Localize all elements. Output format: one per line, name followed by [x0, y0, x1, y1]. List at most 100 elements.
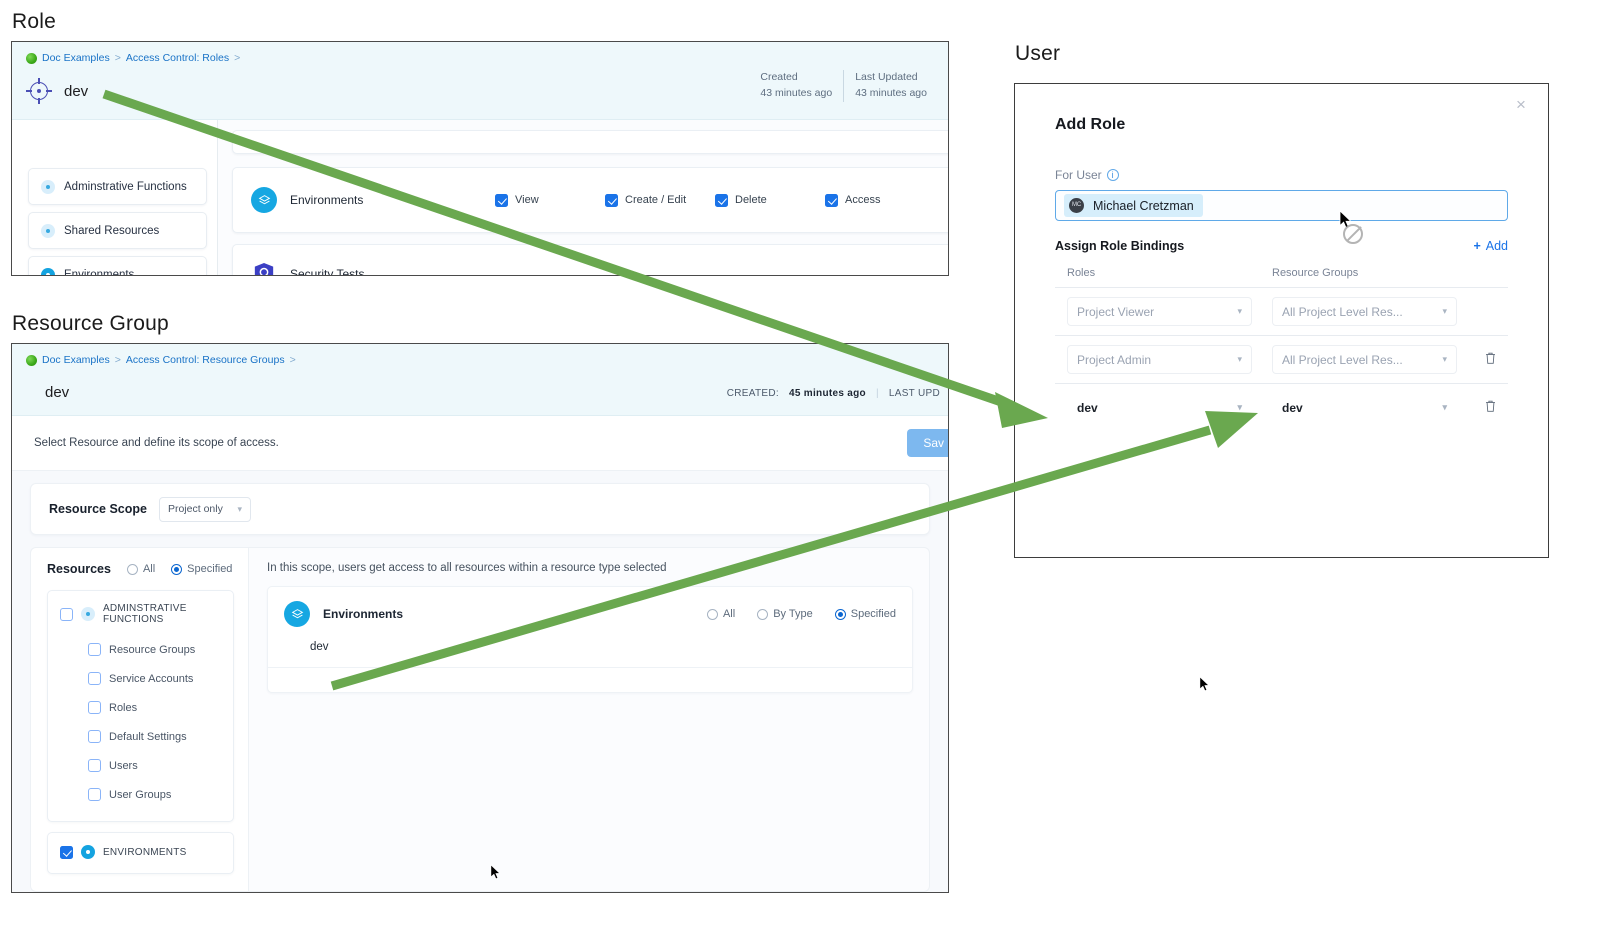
add-binding-button[interactable]: + Add — [1473, 239, 1508, 253]
resource-group-administrative-functions: ADMINSTRATIVE FUNCTIONS Resource Groups … — [47, 590, 234, 822]
checkbox-icon[interactable] — [88, 643, 101, 656]
resource-group-env-dev[interactable]: dev — [310, 641, 329, 653]
group-header[interactable]: ADMINSTRATIVE FUNCTIONS — [60, 603, 223, 625]
sidebar-item-label: Shared Resources — [64, 224, 160, 237]
binding-row1-resource-group-value: All Project Level Res... — [1282, 304, 1403, 319]
binding-row1-role-select[interactable]: Project Viewer ▾ — [1067, 297, 1252, 326]
resource-checkbox-user-groups[interactable]: User Groups — [60, 780, 223, 809]
resource-label: Resource Groups — [109, 643, 196, 656]
group-header[interactable]: ENVIRONMENTS — [60, 845, 223, 859]
checkbox-environments[interactable] — [60, 845, 73, 859]
sidebar-item-administrative-functions[interactable]: Adminstrative Functions — [28, 168, 207, 205]
checkbox-icon[interactable] — [88, 672, 101, 685]
checkbox-access[interactable] — [825, 193, 838, 207]
scope-detail-column: In this scope, users get access to all r… — [248, 547, 930, 892]
permission-option-create-edit[interactable]: Create / Edit — [605, 193, 715, 207]
env-radio-specified[interactable]: Specified — [834, 608, 896, 620]
permission-option-view[interactable]: View — [495, 193, 605, 207]
project-leaf-icon — [26, 354, 37, 366]
security-shield-icon — [251, 261, 277, 275]
radio-icon[interactable] — [834, 608, 846, 620]
role-updated-label: Last Updated — [855, 71, 918, 83]
binding-row1-role-value: Project Viewer — [1077, 304, 1155, 319]
radio-icon[interactable] — [757, 608, 769, 620]
group-label: ENVIRONMENTS — [103, 846, 187, 858]
binding-row3-role-dev[interactable]: dev ▾ — [1067, 393, 1252, 422]
role-updated-value: 43 minutes ago — [855, 86, 927, 99]
bullet-icon — [81, 607, 95, 621]
resource-scope-label: Resource Scope — [49, 502, 147, 516]
avatar: MC — [1069, 198, 1084, 213]
breadcrumb-section[interactable]: Access Control: Resource Groups — [125, 354, 285, 366]
resource-checkbox-roles[interactable]: Roles — [60, 693, 223, 722]
user-panel: × Add Role For User i MC Michael Cretzma… — [1014, 83, 1549, 558]
resource-checkbox-default-settings[interactable]: Default Settings — [60, 722, 223, 751]
resource-checkbox-users[interactable]: Users — [60, 751, 223, 780]
checkbox-delete[interactable] — [715, 193, 728, 207]
role-title-dev: dev — [64, 82, 89, 100]
environments-icon — [284, 601, 310, 627]
binding-row3-delete-icon[interactable] — [1479, 399, 1501, 416]
modal-title: Add Role — [1055, 116, 1126, 133]
user-chip[interactable]: MC Michael Cretzman — [1064, 194, 1203, 217]
resource-checkbox-service-accounts[interactable]: Service Accounts — [60, 664, 223, 693]
breadcrumb-root[interactable]: Doc Examples — [42, 354, 110, 366]
resource-scope-select[interactable]: Project only ▾ — [158, 496, 251, 522]
resources-radio-specified[interactable]: Specified — [171, 563, 232, 575]
breadcrumb-section[interactable]: Access Control: Roles — [125, 52, 230, 64]
binding-row3-resource-group-dev[interactable]: dev ▾ — [1272, 393, 1457, 422]
resource-label: Roles — [109, 701, 138, 714]
checkbox-icon[interactable] — [88, 730, 101, 743]
sidebar-item-environments[interactable]: Environments — [28, 256, 207, 275]
binding-row1-resource-group-select[interactable]: All Project Level Res... ▾ — [1272, 297, 1457, 326]
breadcrumb[interactable]: Doc Examples > Access Control: Roles > — [26, 52, 948, 64]
group-label: ADMINSTRATIVE FUNCTIONS — [103, 603, 187, 625]
checkbox-icon[interactable] — [88, 788, 101, 801]
env-radio-label: All — [722, 608, 736, 620]
save-button[interactable]: Sav — [907, 429, 948, 457]
permission-option-label: Access — [845, 194, 881, 206]
checkbox-create-edit[interactable] — [605, 193, 618, 207]
env-radio-label: By Type — [773, 608, 813, 620]
checkbox-view[interactable] — [495, 193, 508, 207]
breadcrumb-separator-2: > — [289, 354, 296, 366]
radio-icon[interactable] — [171, 563, 183, 575]
role-bindings-table: Roles Resource Groups Project Viewer ▾ A… — [1055, 263, 1508, 431]
permission-option-access[interactable]: Access — [825, 193, 935, 207]
role-created-value: 43 minutes ago — [760, 86, 833, 99]
binding-row2-delete-icon[interactable] — [1479, 351, 1501, 368]
resources-header: Resources All Specified — [47, 562, 234, 576]
permission-row-label: Environments — [290, 193, 364, 207]
resource-label: Default Settings — [109, 730, 187, 743]
checkbox-icon[interactable] — [88, 701, 101, 714]
radio-icon[interactable] — [126, 563, 138, 575]
resources-radio-all[interactable]: All — [126, 563, 155, 575]
breadcrumb-root[interactable]: Doc Examples — [42, 52, 110, 64]
mouse-cursor-user-area — [1199, 676, 1213, 696]
binding-row2-resource-group-select[interactable]: All Project Level Res... ▾ — [1272, 345, 1457, 374]
environments-scope-card: Environments All By Type — [267, 586, 913, 693]
resource-label: Service Accounts — [109, 672, 194, 685]
info-icon[interactable]: i — [1106, 169, 1119, 181]
user-select-field[interactable]: MC Michael Cretzman — [1055, 190, 1508, 221]
permission-row-label: Security Tests — [290, 267, 365, 276]
table-row: dev ▾ dev ▾ — [1055, 383, 1508, 431]
permission-row-environments: Environments View Create / Edit Delete — [232, 167, 948, 233]
env-radio-by-type[interactable]: By Type — [757, 608, 813, 620]
role-category-sidebar: Adminstrative Functions Shared Resources… — [12, 120, 218, 275]
env-radio-all[interactable]: All — [706, 608, 736, 620]
close-icon[interactable]: × — [1516, 95, 1526, 114]
sidebar-item-shared-resources[interactable]: Shared Resources — [28, 212, 207, 249]
for-user-label-row: For User i — [1055, 168, 1508, 182]
breadcrumb-separator: > — [114, 354, 121, 366]
radio-icon[interactable] — [706, 608, 718, 620]
permission-option-delete[interactable]: Delete — [715, 193, 825, 207]
binding-row2-role-select[interactable]: Project Admin ▾ — [1067, 345, 1252, 374]
resource-checkbox-resource-groups[interactable]: Resource Groups — [60, 635, 223, 664]
rg-meta: CREATED: 45 minutes ago | LAST UPD — [726, 388, 940, 399]
env-radio-label: Specified — [850, 608, 896, 620]
checkbox-administrative-functions[interactable] — [60, 607, 73, 621]
role-target-icon — [26, 78, 52, 104]
breadcrumb[interactable]: Doc Examples > Access Control: Resource … — [26, 354, 948, 366]
checkbox-icon[interactable] — [88, 759, 101, 772]
